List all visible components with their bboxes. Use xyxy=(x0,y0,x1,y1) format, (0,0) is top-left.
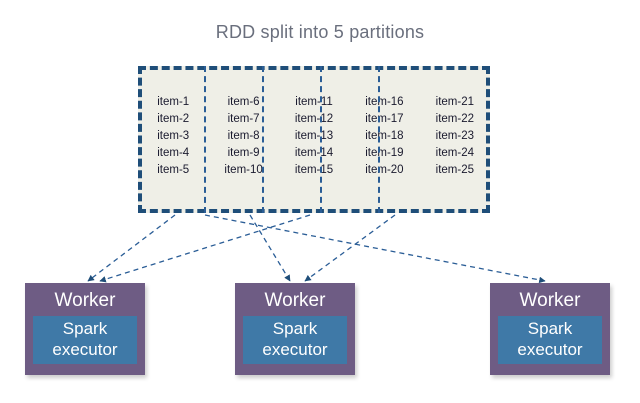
partition-4: item-16 item-17 item-18 item-19 item-20 xyxy=(349,66,419,213)
partition-5: item-21 item-22 item-23 item-24 item-25 xyxy=(420,66,490,213)
spark-executor-box: Spark executor xyxy=(33,316,137,364)
connector-partition3-worker1 xyxy=(99,214,311,283)
list-item: item-13 xyxy=(294,130,334,142)
spark-executor-box: Spark executor xyxy=(243,316,347,364)
executor-line-1: Spark xyxy=(527,319,573,338)
list-item: item-11 xyxy=(295,96,333,108)
list-item: item-18 xyxy=(365,130,404,142)
list-item: item-4 xyxy=(157,147,190,159)
worker-node-1[interactable]: Worker Spark executor xyxy=(25,283,145,375)
executor-line-2: executor xyxy=(52,340,118,359)
list-item: item-21 xyxy=(435,96,474,108)
partition-3: item-11 item-12 item-13 item-14 item-15 xyxy=(279,66,349,213)
list-item: item-9 xyxy=(227,147,260,159)
executor-line-2: executor xyxy=(262,340,328,359)
spark-executor-box: Spark executor xyxy=(498,316,602,364)
partition-1: item-1 item-2 item-3 item-4 item-5 xyxy=(138,66,208,213)
worker-label: Worker xyxy=(54,290,116,311)
list-item: item-14 xyxy=(294,147,334,159)
list-item: item-8 xyxy=(227,130,260,142)
connector-partition5-worker2 xyxy=(304,214,396,282)
partition-divider-4 xyxy=(378,66,380,213)
list-item: item-20 xyxy=(365,164,404,176)
list-item: item-10 xyxy=(224,164,263,176)
list-item: item-12 xyxy=(294,113,334,125)
list-item: item-25 xyxy=(435,164,474,176)
list-item: item-7 xyxy=(227,113,260,125)
list-item: item-16 xyxy=(365,96,404,108)
list-item: item-17 xyxy=(365,113,404,125)
partition-divider-1 xyxy=(204,66,206,213)
connector-partition4-worker3 xyxy=(204,214,546,284)
list-item: item-23 xyxy=(435,130,474,142)
list-item: item-15 xyxy=(294,164,334,176)
list-item: item-5 xyxy=(157,164,190,176)
worker-node-3[interactable]: Worker Spark executor xyxy=(490,283,610,375)
executor-line-1: Spark xyxy=(272,319,318,338)
list-item: item-3 xyxy=(157,130,190,142)
worker-label: Worker xyxy=(264,290,326,311)
page-title: RDD split into 5 partitions xyxy=(215,22,425,42)
partition-2: item-6 item-7 item-8 item-9 item-10 xyxy=(208,66,278,213)
rdd-partitions: item-1 item-2 item-3 item-4 item-5 item-… xyxy=(138,66,490,213)
list-item: item-1 xyxy=(157,96,190,108)
executor-line-1: Spark xyxy=(62,319,108,338)
list-item: item-6 xyxy=(227,96,260,108)
executor-line-2: executor xyxy=(517,340,583,359)
partition-divider-2 xyxy=(262,66,264,213)
connector-partition2-worker2 xyxy=(249,214,291,282)
worker-node-2[interactable]: Worker Spark executor xyxy=(235,283,355,375)
list-item: item-24 xyxy=(435,147,474,159)
rdd-container xyxy=(138,66,490,213)
list-item: item-2 xyxy=(157,113,190,125)
connector-partition1-worker1 xyxy=(87,214,176,282)
worker-label: Worker xyxy=(519,290,581,311)
list-item: item-22 xyxy=(435,113,474,125)
partition-divider-3 xyxy=(320,66,322,213)
list-item: item-19 xyxy=(365,147,404,159)
